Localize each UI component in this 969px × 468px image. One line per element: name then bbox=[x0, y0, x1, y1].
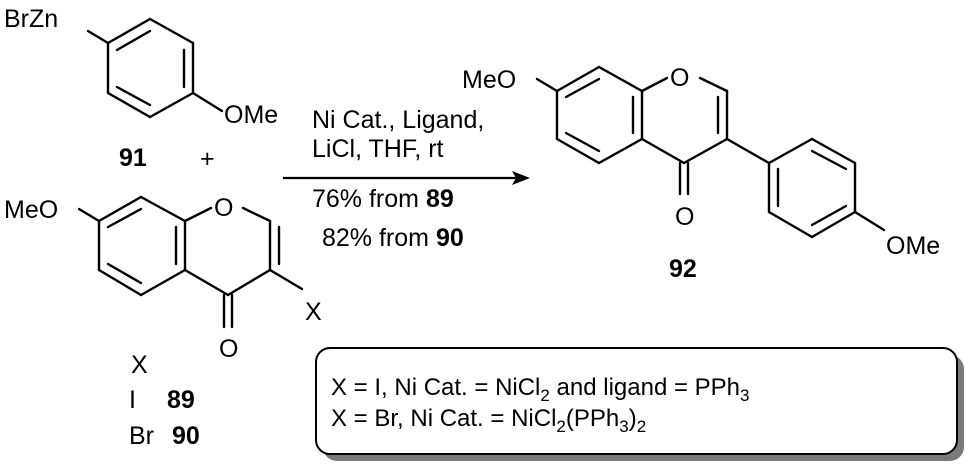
product-meo-label: MeO bbox=[462, 66, 516, 94]
table-row-x: Br bbox=[129, 422, 154, 450]
substrate-x-label: X bbox=[305, 298, 322, 326]
product-ome-label: OMe bbox=[886, 232, 940, 260]
conditions-note-box: X = I, Ni Cat. = NiCl2 and ligand = PPh3… bbox=[315, 347, 964, 461]
table-row-x: I bbox=[129, 386, 136, 414]
note-line2: X = Br, Ni Cat. = NiCl2(PPh3)2 bbox=[331, 405, 646, 436]
compound-92-label: 92 bbox=[669, 255, 697, 283]
product-ring-oxygen: O bbox=[670, 64, 689, 92]
reagent-91-structure: BrZn OMe bbox=[4, 5, 278, 129]
compound-91-label: 91 bbox=[119, 144, 147, 172]
reaction-conditions: Ni Cat., Ligand, LiCl, THF, rt 76% from … bbox=[283, 106, 530, 252]
note-box-frame bbox=[315, 347, 958, 455]
reagent-brzn-label: BrZn bbox=[4, 5, 58, 33]
product-carbonyl-oxygen: O bbox=[675, 203, 694, 231]
conditions-line1: Ni Cat., Ligand, bbox=[312, 106, 484, 134]
plus-sign: + bbox=[200, 145, 215, 173]
substrate-structure: MeO O O X bbox=[4, 194, 322, 363]
reagent-ome-label: OMe bbox=[224, 101, 278, 129]
conditions-line2: LiCl, THF, rt bbox=[312, 135, 444, 163]
substrate-meo-label: MeO bbox=[4, 196, 58, 224]
yield-line1: 76% from 89 bbox=[312, 185, 454, 213]
table-row-compound: 90 bbox=[172, 422, 200, 450]
note-line1: X = I, Ni Cat. = NiCl2 and ligand = PPh3 bbox=[331, 374, 749, 405]
product-92-structure: MeO O O OMe bbox=[462, 64, 940, 260]
substrate-ring-oxygen: O bbox=[214, 194, 233, 222]
yield-line2: 82% from 90 bbox=[322, 224, 464, 252]
table-row-compound: 89 bbox=[167, 386, 195, 414]
halide-table: X I 89 Br 90 bbox=[129, 351, 200, 450]
reaction-arrow-head bbox=[512, 171, 530, 185]
table-header-x: X bbox=[131, 351, 148, 379]
substrate-carbonyl-oxygen: O bbox=[219, 335, 238, 363]
